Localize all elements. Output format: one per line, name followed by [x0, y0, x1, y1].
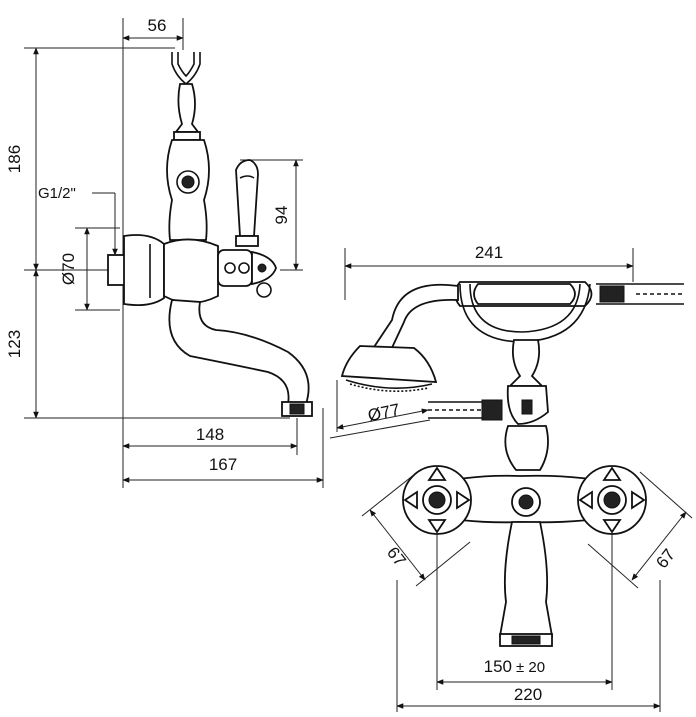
dim-handle-height: 94 — [272, 206, 291, 225]
dim-center-distance: 150 — [484, 657, 512, 676]
dim-flange-diameter: Ø70 — [59, 253, 78, 285]
dim-spout-reach: 148 — [196, 425, 224, 444]
dim-overall-depth: 167 — [209, 455, 237, 474]
dim-upper-height: 186 — [5, 145, 24, 173]
front-view: 241 Ø77 67 67 150 ± 20 220 — [329, 243, 693, 712]
side-view: 56 186 123 Ø70 G1/2" 94 148 167 — [5, 16, 324, 488]
dim-center-tolerance: ± 20 — [516, 659, 545, 676]
dim-left-handle: 67 — [383, 543, 410, 570]
dim-lower-height: 123 — [5, 330, 24, 358]
dim-shower-length: 241 — [475, 243, 503, 262]
thread-label: G1/2" — [38, 185, 76, 202]
dim-top-width: 56 — [148, 16, 167, 35]
dim-shower-head-diameter: Ø77 — [366, 400, 401, 425]
dim-overall-width: 220 — [514, 685, 542, 704]
